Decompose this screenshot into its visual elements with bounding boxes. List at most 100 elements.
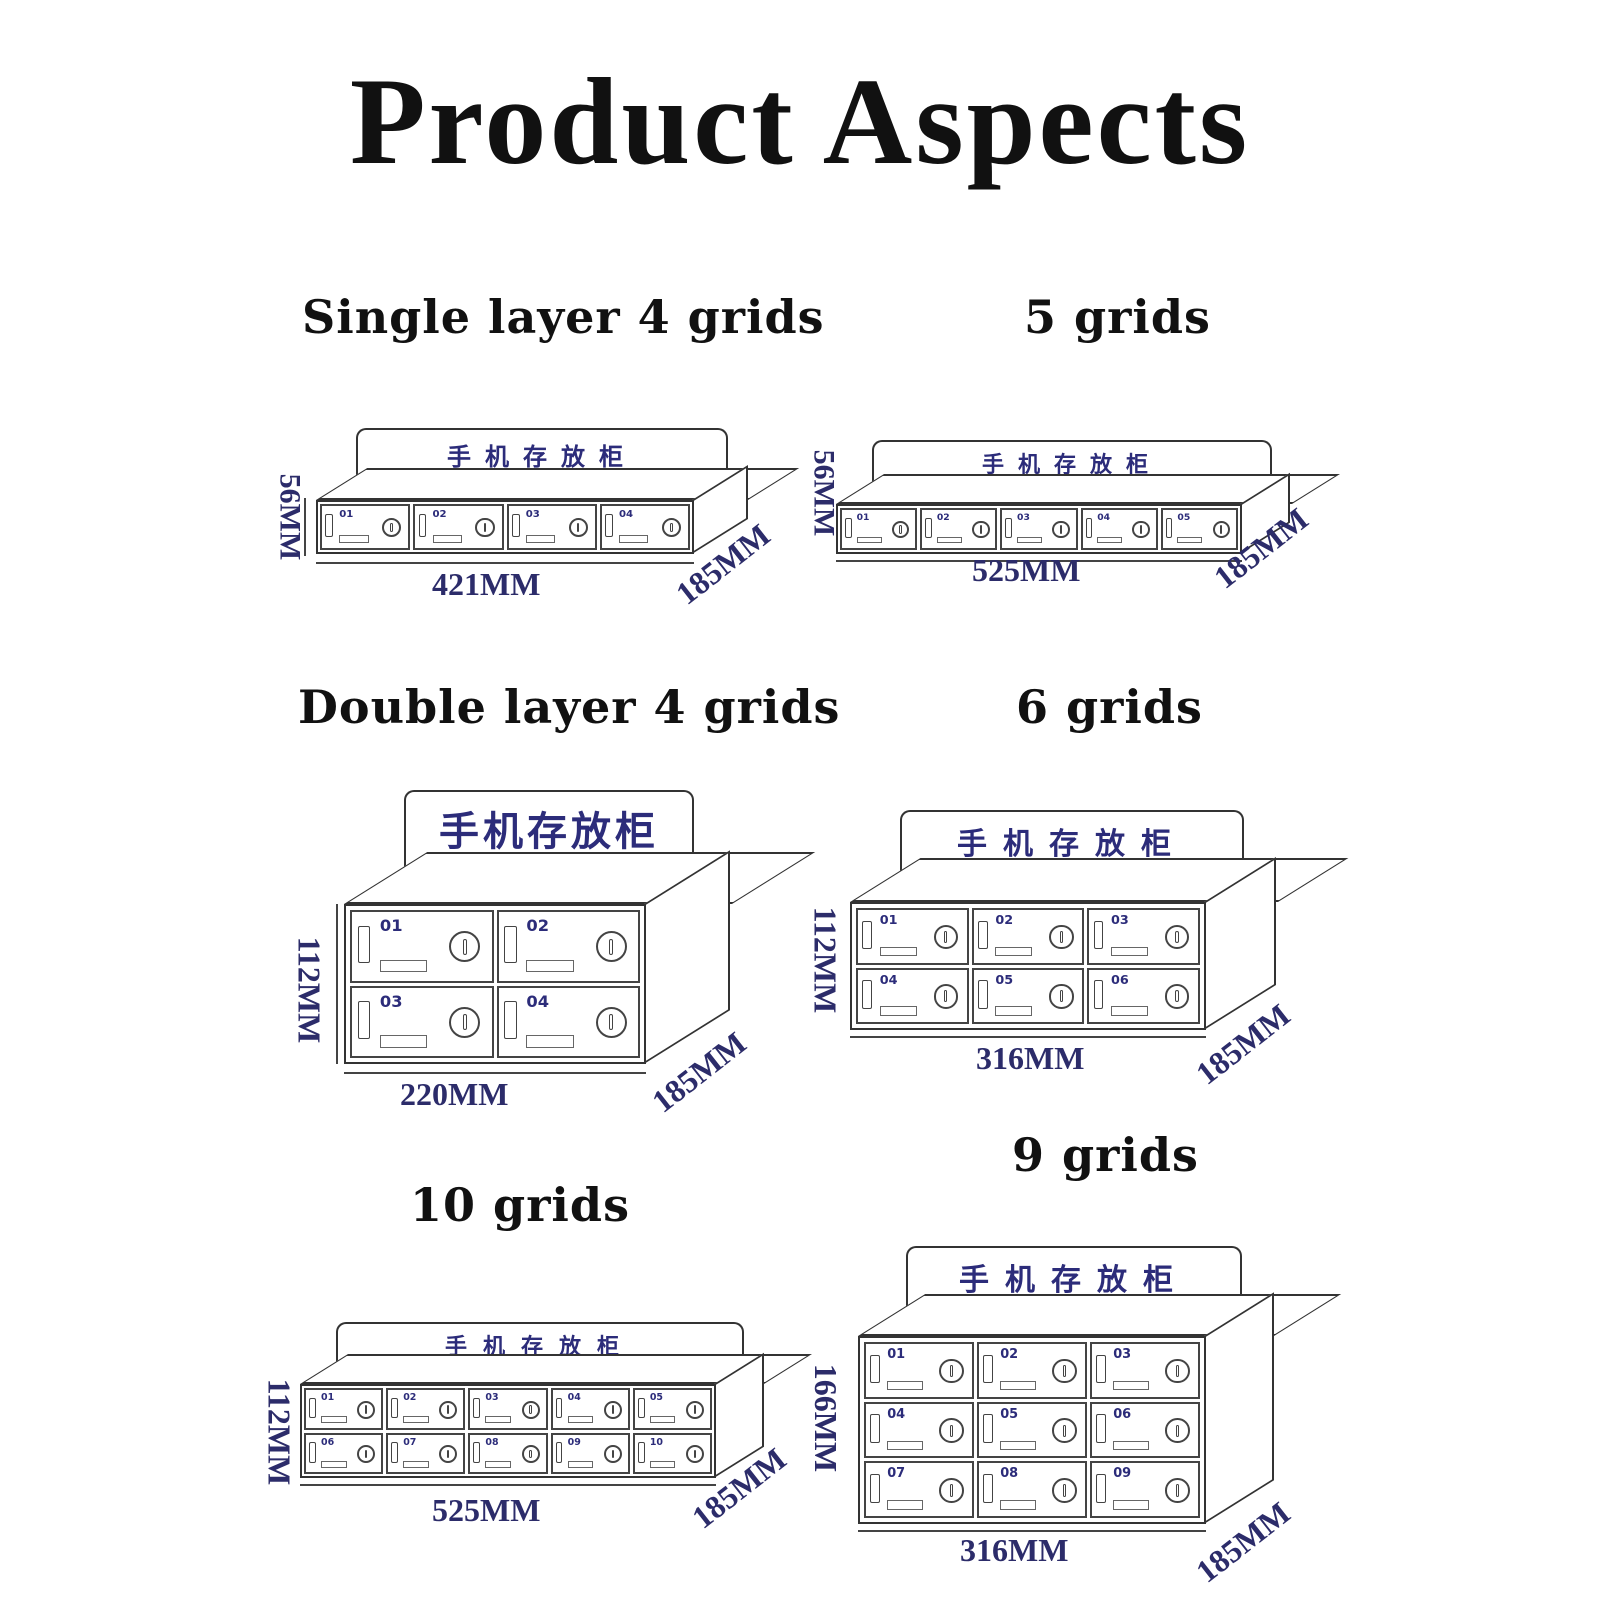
locker-number: 07 (887, 1466, 906, 1482)
hinge-icon (325, 514, 334, 538)
label-tag (321, 1460, 347, 1468)
label-tag (526, 959, 574, 973)
hinge-icon (1085, 517, 1093, 539)
locker-cell: 02 (971, 908, 1085, 965)
width-dimension: 421MM (432, 566, 541, 602)
locker-cell: 09 (550, 1432, 630, 1474)
width-dimension-line (316, 562, 694, 564)
hinge-icon (391, 1397, 398, 1419)
page-title: Product Aspects (349, 53, 1251, 190)
label-tag (1000, 1500, 1037, 1510)
lock-icon (1164, 1418, 1190, 1444)
section-label-5: 5 grids (1024, 290, 1211, 344)
locker-cell: 05 (632, 1388, 712, 1430)
lock-icon (521, 1400, 540, 1419)
locker-cell: 08 (977, 1461, 1087, 1518)
hinge-icon (357, 925, 371, 964)
label-tag (526, 1035, 574, 1048)
lock-icon (661, 517, 682, 538)
lock-icon (1051, 1418, 1077, 1444)
locker-cell: 01 (856, 908, 969, 965)
lock-icon (521, 1445, 540, 1464)
width-dimension: 316MM (960, 1532, 1069, 1568)
hinge-icon (983, 1354, 993, 1384)
lock-icon (439, 1400, 458, 1419)
hinge-icon (1165, 517, 1173, 539)
width-dimension: 525MM (972, 552, 1081, 588)
lock-icon (568, 517, 588, 538)
width-dimension-line (300, 1484, 716, 1486)
locker-cell: 09 (1090, 1461, 1200, 1518)
locker-cell: 06 (304, 1432, 384, 1474)
locker-cell: 04 (864, 1401, 974, 1459)
hinge-icon (473, 1397, 481, 1419)
lock-icon (685, 1445, 704, 1464)
width-dimension-line (858, 1530, 1206, 1532)
label-tag (1113, 1380, 1150, 1391)
label-tag (403, 1416, 429, 1423)
locker-cell: 03 (1087, 908, 1200, 965)
locker-cell: 04 (496, 985, 640, 1058)
locker-number: 05 (995, 972, 1014, 988)
lock-icon (449, 1006, 481, 1038)
height-dimension: 56MM (273, 473, 307, 561)
hinge-icon (1005, 517, 1012, 539)
locker-number: 09 (1113, 1466, 1132, 1482)
locker-number: 01 (887, 1347, 906, 1363)
height-dimension: 112MM (291, 936, 328, 1044)
locker-grid: 01 02 03 04 (350, 910, 640, 1058)
lock-icon (603, 1400, 622, 1419)
locker-number: 03 (525, 508, 540, 520)
height-dimension: 112MM (261, 1378, 298, 1486)
locker-cell: 06 (1090, 1401, 1200, 1459)
label-tag (936, 536, 962, 544)
locker-cell: 07 (386, 1432, 466, 1474)
locker-cell: 01 (840, 508, 918, 550)
locker-cell: 02 (386, 1388, 466, 1430)
hinge-icon (391, 1442, 398, 1463)
locker-number: 02 (526, 916, 550, 936)
hinge-icon (637, 1397, 645, 1419)
label-tag (887, 1440, 924, 1451)
locker-cell: 01 (864, 1342, 974, 1399)
label-tag (1017, 536, 1042, 544)
locker-number: 05 (649, 1392, 663, 1404)
label-tag (879, 1006, 917, 1016)
lock-icon (938, 1418, 964, 1444)
locker-cell: 06 (1087, 967, 1200, 1024)
locker-cell: 01 (304, 1388, 384, 1430)
label-tag (321, 1416, 347, 1423)
locker-cell: 03 (350, 985, 494, 1058)
label-tag (995, 1006, 1033, 1016)
locker-number: 04 (526, 991, 550, 1011)
locker-cell: 01 (320, 504, 411, 550)
width-dimension-line (850, 1036, 1206, 1038)
lock-icon (1164, 1358, 1190, 1384)
locker-cell: 03 (468, 1388, 548, 1430)
hinge-icon (357, 1001, 371, 1039)
locker-number: 03 (1113, 1347, 1132, 1363)
hinge-icon (844, 517, 852, 539)
lock-icon (357, 1400, 376, 1419)
height-dimension: 56MM (807, 449, 841, 537)
locker-cell: 03 (1000, 508, 1078, 550)
locker-number: 04 (567, 1392, 581, 1404)
locker-cell: 01 (350, 910, 494, 983)
locker-cell: 04 (1080, 508, 1158, 550)
locker-number: 01 (879, 913, 898, 929)
lock-icon (1049, 924, 1074, 950)
section-label-6: 6 grids (1016, 680, 1203, 734)
locker-cell: 03 (506, 504, 597, 550)
locker-cell: 02 (920, 508, 998, 550)
locker-number: 05 (1000, 1406, 1019, 1422)
label-tag (649, 1416, 676, 1423)
lock-icon (1051, 1478, 1077, 1503)
label-tag (649, 1460, 676, 1468)
hinge-icon (637, 1442, 645, 1463)
locker-cell: 04 (599, 504, 690, 550)
width-dimension: 525MM (432, 1492, 541, 1528)
label-tag (856, 536, 882, 544)
locker-cell: 04 (550, 1388, 630, 1430)
lock-icon (1049, 984, 1074, 1009)
